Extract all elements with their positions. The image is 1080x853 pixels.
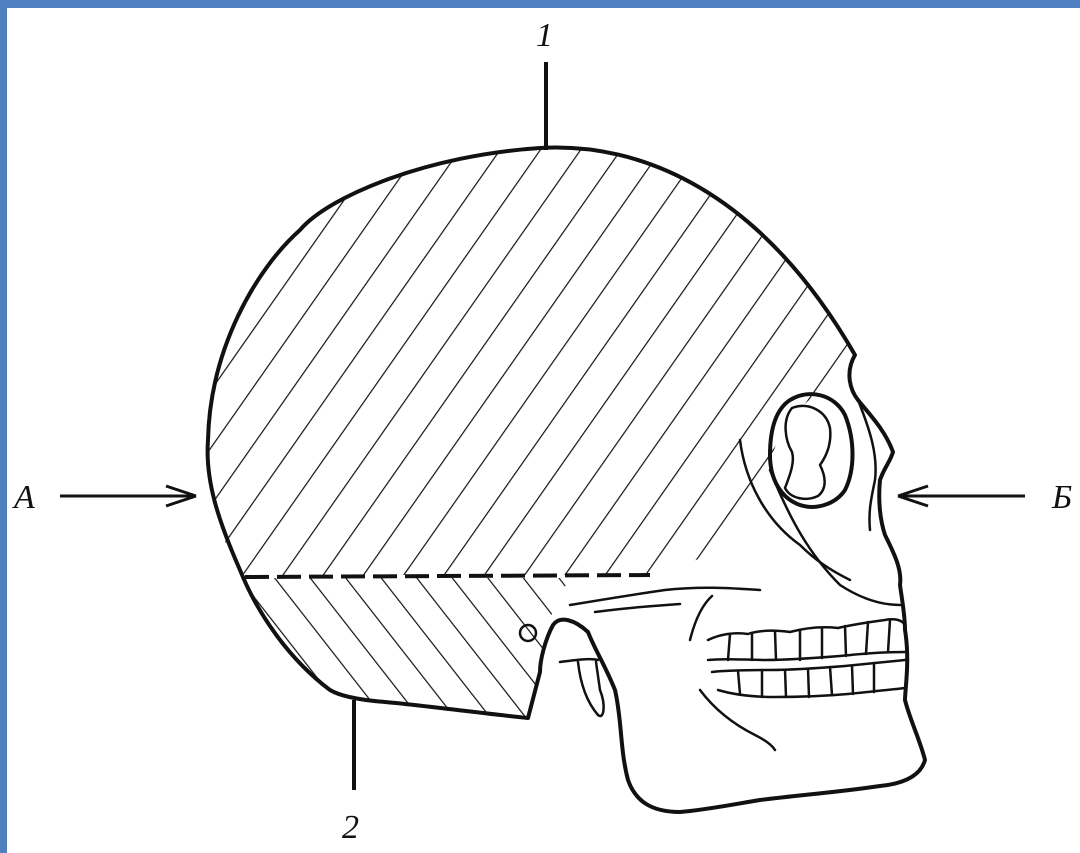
dividing-dashed-line xyxy=(245,575,650,577)
label-b: Б xyxy=(1051,479,1072,516)
jaw-line-inner xyxy=(690,596,712,640)
mandible-ramus xyxy=(700,690,775,750)
zygomatic-lower xyxy=(595,604,680,612)
arrow-a xyxy=(60,486,196,506)
lower-teeth xyxy=(712,660,905,697)
label-1: 1 xyxy=(536,17,553,54)
zygomatic-arch xyxy=(570,588,760,605)
upper-teeth xyxy=(708,619,905,660)
label-2: 2 xyxy=(342,809,359,846)
label-a: А xyxy=(12,479,35,516)
orbit-inner xyxy=(785,406,830,499)
cranial-base-hatching xyxy=(240,575,580,725)
arrow-b xyxy=(898,486,1025,506)
styloid-process xyxy=(560,659,604,716)
